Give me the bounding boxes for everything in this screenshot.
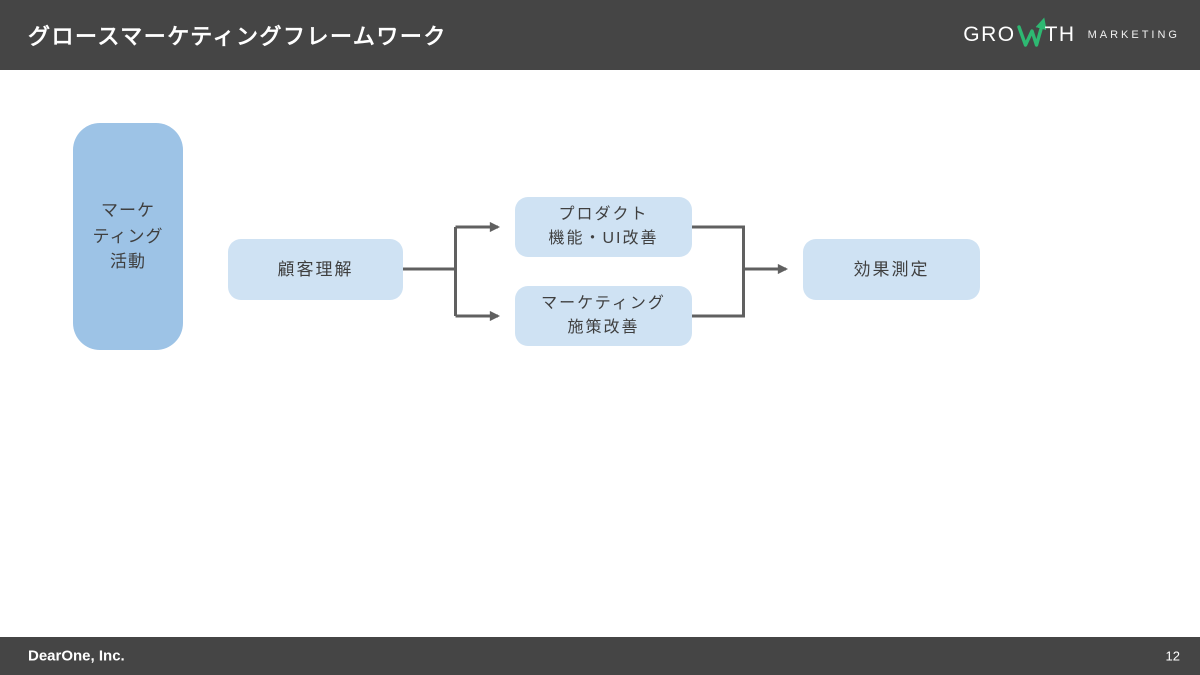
diagram-canvas: マーケ ティング 活動 顧客理解 プロダクト 機能・UI改善 マーケティング 施… (0, 70, 1200, 637)
growth-arrow-icon (1016, 17, 1046, 47)
footer-bar: DearOne, Inc. 12 (0, 637, 1200, 675)
logo-wordmark: GRO TH (963, 17, 1076, 50)
node-product-ui-improvement: プロダクト 機能・UI改善 (515, 197, 692, 257)
logo-tagline: MARKETING (1087, 29, 1180, 41)
page-title: グロースマーケティングフレームワーク (28, 24, 447, 49)
node-marketing-activity: マーケ ティング 活動 (73, 123, 183, 350)
logo-text-gro: GRO (963, 23, 1016, 46)
header-bar: グロースマーケティングフレームワーク GRO TH MARKETING (0, 0, 1200, 70)
logo-text-th: TH (1044, 23, 1076, 46)
page-number: 12 (1165, 648, 1180, 664)
growth-marketing-logo: GRO TH MARKETING (963, 17, 1180, 50)
node-effect-measurement: 効果測定 (803, 239, 980, 300)
node-customer-understanding: 顧客理解 (228, 239, 403, 300)
node-marketing-improvement: マーケティング 施策改善 (515, 286, 692, 346)
company-name: DearOne, Inc. (28, 647, 125, 665)
